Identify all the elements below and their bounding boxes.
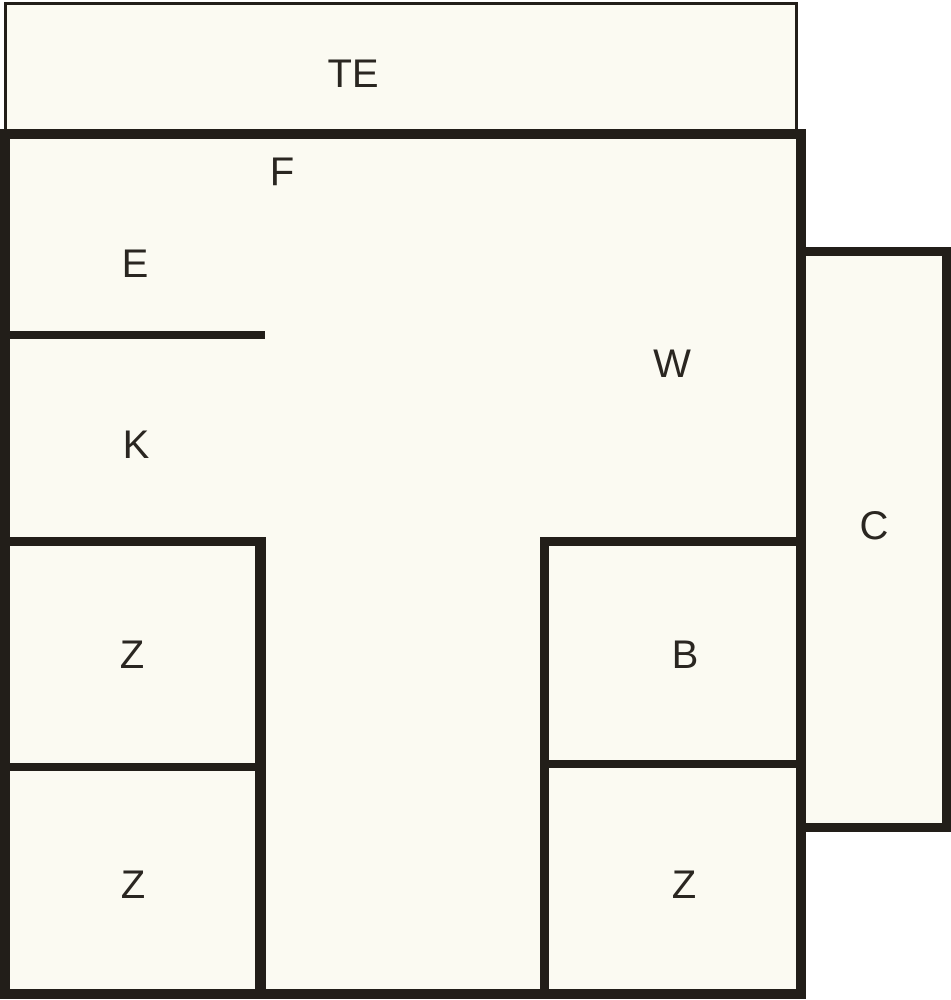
room-label-z-lower-right: Z — [671, 863, 697, 907]
room-label-z-lower-left: Z — [120, 863, 146, 907]
room-te-outline — [4, 2, 798, 133]
room-label-e: E — [121, 242, 149, 286]
wall-left-z-z-divider — [0, 763, 266, 771]
main-building-outline — [0, 129, 806, 999]
room-label-te: TE — [327, 52, 379, 96]
wall-right-column-top — [540, 537, 800, 546]
room-label-z-upper-left: Z — [119, 633, 145, 677]
wall-b-z-divider — [540, 760, 800, 768]
room-label-b: B — [671, 633, 699, 677]
wall-e-k-divider — [0, 331, 265, 339]
wall-left-column-top — [0, 537, 266, 546]
room-label-w: W — [653, 342, 691, 386]
room-label-c: C — [859, 504, 889, 548]
room-label-k: K — [122, 423, 150, 467]
room-label-f: F — [269, 150, 295, 194]
